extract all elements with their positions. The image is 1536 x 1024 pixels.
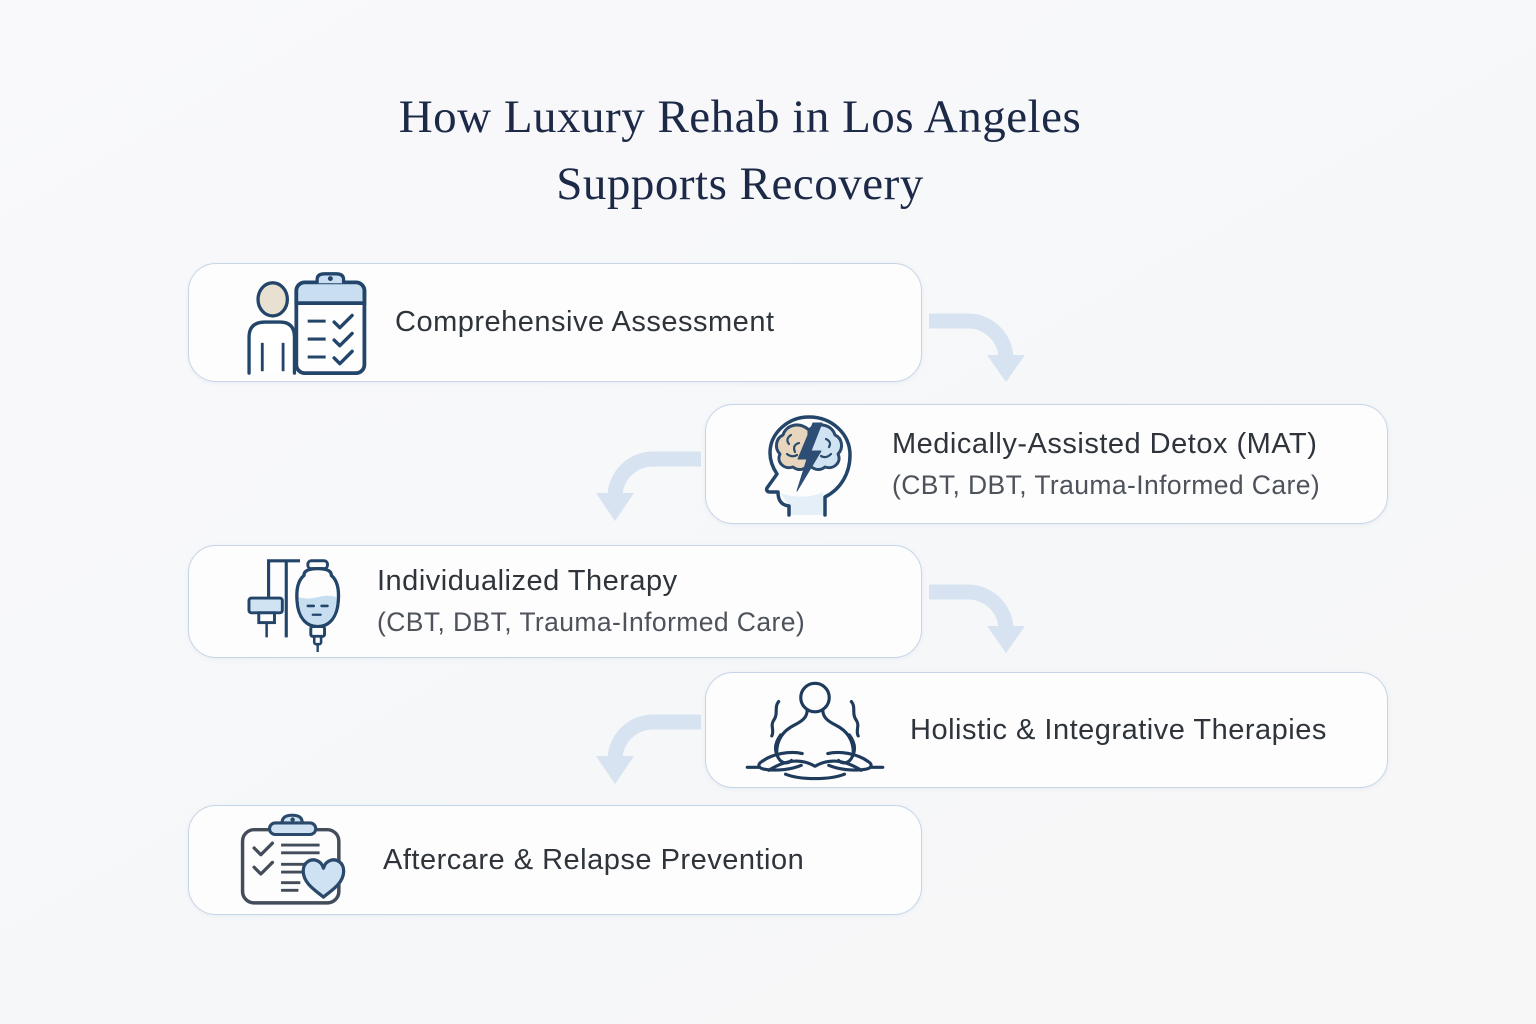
person-clipboard-icon (233, 271, 371, 375)
step-label: Medically-Assisted Detox (MAT) (892, 427, 1318, 460)
step-label: Individualized Therapy (377, 565, 678, 597)
step-medically-assisted-detox: Medically-Assisted Detox (MAT) (CBT, DBT… (705, 404, 1388, 524)
step-comprehensive-assessment: Comprehensive Assessment (188, 263, 922, 382)
page-title-line-1: How Luxury Rehab in Los Angeles (398, 91, 1082, 143)
head-brain-bolt-icon (752, 409, 864, 519)
page-title: How Luxury Rehab in Los Angeles Supports… (0, 84, 1480, 218)
iv-drip-icon (241, 549, 359, 655)
step-label: Aftercare & Relapse Prevention (383, 843, 805, 876)
arrowhead-icon (596, 756, 634, 784)
page-title-line-2: Supports Recovery (556, 158, 924, 210)
arrowhead-icon (596, 493, 634, 521)
step-sublabel: (CBT, DBT, Trauma-Informed Care) (377, 607, 806, 637)
step-individualized-therapy: Individualized Therapy (CBT, DBT, Trauma… (188, 545, 922, 658)
step-label: Comprehensive Assessment (395, 306, 775, 338)
arrowhead-icon (987, 355, 1025, 382)
arrowhead-icon (987, 626, 1025, 653)
step-holistic-integrative-therapies: Holistic & Integrative Therapies (705, 672, 1388, 788)
clipboard-heart-icon (231, 812, 361, 909)
arrow-step3-to-step4 (929, 584, 1014, 631)
step-aftercare-relapse-prevention: Aftercare & Relapse Prevention (188, 805, 922, 915)
step-sublabel: (CBT, DBT, Trauma-Informed Care) (892, 469, 1321, 500)
arrow-step4-to-step5 (607, 714, 701, 761)
meditation-icon (740, 676, 890, 784)
step-label: Holistic & Integrative Therapies (910, 713, 1327, 746)
arrow-step1-to-step2 (929, 313, 1014, 360)
arrow-step2-to-step3 (607, 451, 701, 498)
